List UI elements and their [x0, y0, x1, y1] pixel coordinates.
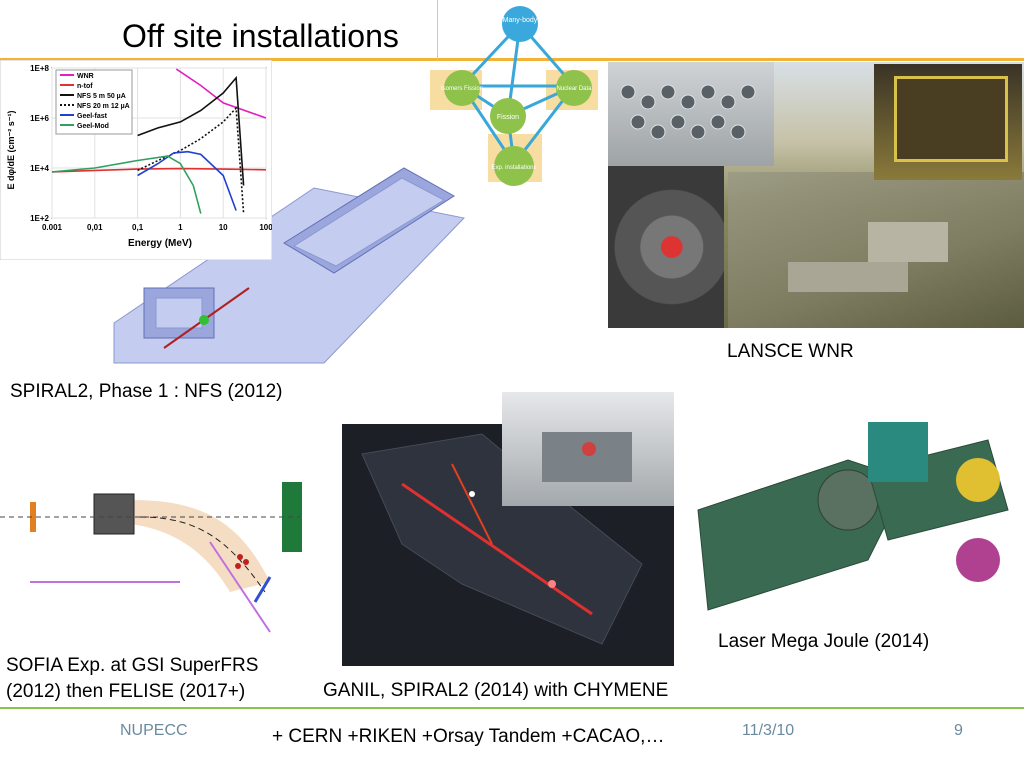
lansce-equipment-photo — [874, 64, 1022, 180]
legend-label: WNR — [77, 73, 94, 80]
y-tick-label: 1E+8 — [30, 64, 49, 73]
legend-box — [55, 69, 133, 135]
series-line — [175, 68, 267, 119]
series-line — [137, 75, 245, 186]
x-tick-label: 0.001 — [42, 223, 63, 232]
title-underline — [0, 58, 1024, 61]
x-tick-label: 10 — [219, 223, 228, 232]
footer-note: + CERN +RIKEN +Orsay Tandem +CACAO,… — [272, 726, 665, 747]
node-label-fission: Fission — [497, 114, 519, 121]
node-label-nuclear-data: Nuclear Data — [556, 86, 592, 92]
concept-diagram: Many-body Isomers Fission Nuclear Data F… — [430, 6, 598, 186]
caption-sofia-line1: SOFIA Exp. at GSI SuperFRS — [6, 655, 259, 676]
caption-lansce: LANSCE WNR — [727, 341, 854, 362]
footer-date: 11/3/10 — [742, 722, 795, 739]
series-line — [137, 150, 237, 211]
x-tick-label: 0,1 — [132, 223, 144, 232]
x-tick-label: 0,01 — [87, 223, 103, 232]
chart-x-ticks: 0.001 0,01 0,1 1 10 100 — [42, 223, 272, 232]
node-isomers — [444, 70, 480, 106]
node-fission — [490, 98, 526, 134]
sofia-setup-drawing — [0, 482, 302, 633]
legend-label: NFS 5 m 50 µA — [77, 93, 126, 100]
caption-spiral2: SPIRAL2, Phase 1 : NFS (2012) — [10, 381, 283, 402]
chart-series — [51, 68, 267, 214]
series-line — [51, 155, 202, 214]
node-many-body — [502, 6, 538, 42]
series-line — [137, 106, 245, 214]
y-tick-label: 1E+2 — [30, 214, 49, 223]
chart-x-label: Energy (MeV) — [128, 238, 192, 249]
node-label-many-body: Many-body — [503, 17, 538, 24]
chart-grid — [51, 67, 267, 219]
ganil-render — [342, 424, 674, 666]
lmj-facility-drawing — [697, 422, 1009, 611]
y-tick-label: 1E+6 — [30, 114, 49, 123]
footer-rule — [0, 707, 1024, 709]
node-label-exp-installations: Exp. installations — [491, 165, 536, 171]
lansce-detector-array-photo — [608, 62, 774, 166]
node-label-isomers: Isomers Fission — [441, 86, 483, 92]
lansce-detector-sphere-photo — [608, 166, 724, 328]
spectrum-chart: 0.001 0,01 0,1 1 10 100 1E+2 1E+4 1E+6 1E+8 Ener… — [0, 60, 272, 260]
footer-left: NUPECC — [120, 722, 188, 739]
chart-y-ticks: 1E+2 1E+4 1E+6 1E+8 — [30, 64, 49, 223]
node-nuclear-data — [556, 70, 592, 106]
y-tick-label: 1E+4 — [30, 164, 49, 173]
node-exp-installations — [494, 146, 534, 186]
footer-page: 9 — [954, 722, 963, 739]
x-tick-label: 1 — [178, 223, 183, 232]
legend-label: Geel-fast — [77, 113, 108, 120]
caption-sofia-line2: (2012) then FELISE (2017+) — [6, 681, 246, 702]
chart-y-label: E dφ/dE (cm⁻² s⁻¹) — [6, 111, 16, 190]
slide-title: Off site installations — [122, 18, 399, 54]
nfs-building-drawing — [104, 148, 466, 370]
title-divider — [437, 0, 438, 60]
caption-lmj: Laser Mega Joule (2014) — [718, 631, 930, 652]
x-tick-label: 100 — [259, 223, 272, 232]
caption-ganil: GANIL, SPIRAL2 (2014) with CHYMENE — [323, 680, 669, 701]
legend-label: Geel-Mod — [77, 123, 109, 130]
series-line — [51, 167, 267, 173]
chymene-photo — [502, 392, 674, 506]
legend-label: NFS 20 m 12 µA — [77, 103, 130, 110]
legend-label: n-tof — [77, 83, 93, 90]
